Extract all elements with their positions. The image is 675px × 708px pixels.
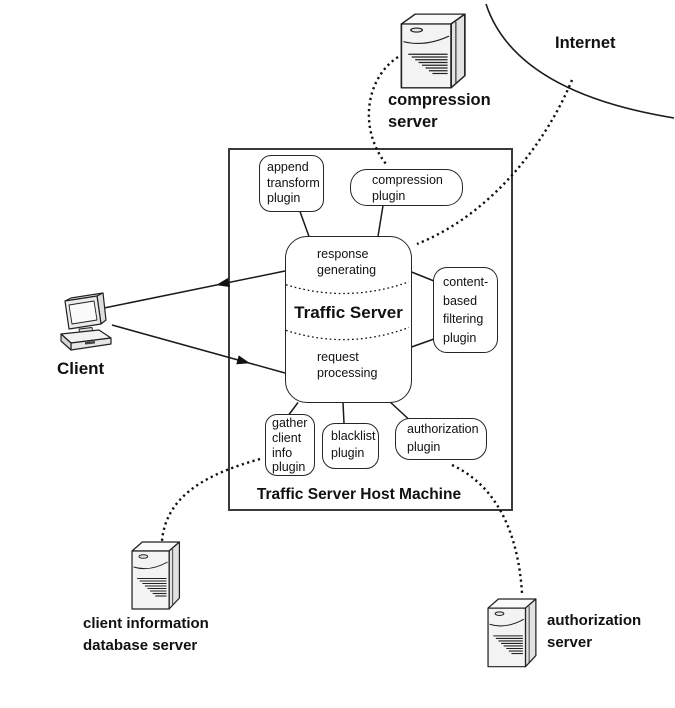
internet-label: Internet [555, 34, 616, 52]
plugin-label-line: plugin [372, 189, 406, 203]
plugin-label-line: append [267, 160, 309, 174]
gather-client-info-plugin-box: gather client info plugin [265, 414, 315, 476]
client-request-line [111, 324, 286, 374]
authorization-server-icon [487, 598, 537, 668]
client-request-arrowhead [236, 355, 250, 365]
plugin-label-line: plugin [267, 191, 301, 205]
content-based-filtering-plugin-box: content- based filtering plugin [433, 267, 498, 353]
dotted-link-authorization-server [451, 463, 524, 594]
dotted-link-internet [416, 79, 574, 246]
connector-gather-client-info [288, 402, 299, 415]
client-db-server-label: client information database server [83, 615, 209, 654]
plugin-label-line: gather [272, 416, 308, 430]
connector-authorization [388, 400, 409, 420]
request-processing-label: request processing [317, 350, 378, 380]
connector-content-based-bottom [411, 338, 435, 348]
dotted-link-compression-server [367, 55, 399, 165]
plugin-label-line: authorization [407, 422, 479, 436]
client-db-server-icon [131, 541, 181, 610]
separator-dotted-top [286, 281, 409, 295]
plugin-label-line: plugin [272, 460, 306, 475]
blacklist-plugin-box: blacklist plugin [322, 423, 379, 469]
plugin-label-line: content- [443, 275, 489, 289]
plugin-label-line: transform [267, 175, 320, 190]
compression-server-icon [400, 13, 466, 89]
client-response-line [103, 270, 286, 309]
traffic-server-title: Traffic Server [294, 303, 403, 322]
plugin-label-line: compression [372, 173, 443, 187]
compression-server-label: compression server [388, 91, 491, 131]
separator-dotted-bottom [286, 326, 409, 341]
traffic-server-box: response generating Traffic Server reque… [285, 236, 412, 403]
connector-blacklist [342, 402, 345, 424]
client-response-arrowhead [216, 278, 230, 287]
plugin-label-line: plugin [443, 330, 477, 345]
compression-plugin-box: compression plugin [350, 169, 463, 206]
internet-arc [485, 3, 675, 119]
connector-append-transform [299, 211, 310, 237]
plugin-label-line: filtering [443, 312, 484, 326]
plugin-label-line: based [443, 293, 478, 308]
plugin-label-line: info [272, 445, 293, 460]
host-machine-label: Traffic Server Host Machine [256, 486, 462, 503]
connector-content-based-top [411, 271, 435, 282]
response-generating-label: response generating [317, 247, 377, 277]
connector-compression-plugin [377, 205, 384, 237]
client-icon [60, 292, 112, 351]
plugin-label-line: plugin [407, 439, 441, 454]
authorization-server-label: authorization server [547, 612, 642, 651]
plugin-label-line: blacklist [331, 429, 376, 443]
traffic-server-separators [286, 281, 409, 341]
dotted-link-client-db-server [160, 457, 261, 542]
append-transform-plugin-box: append transform plugin [259, 155, 324, 212]
client-label: Client [57, 359, 105, 378]
plugin-label-line: plugin [331, 446, 365, 460]
plugin-label-line: client [272, 430, 302, 445]
authorization-plugin-box: authorization plugin [395, 418, 487, 460]
